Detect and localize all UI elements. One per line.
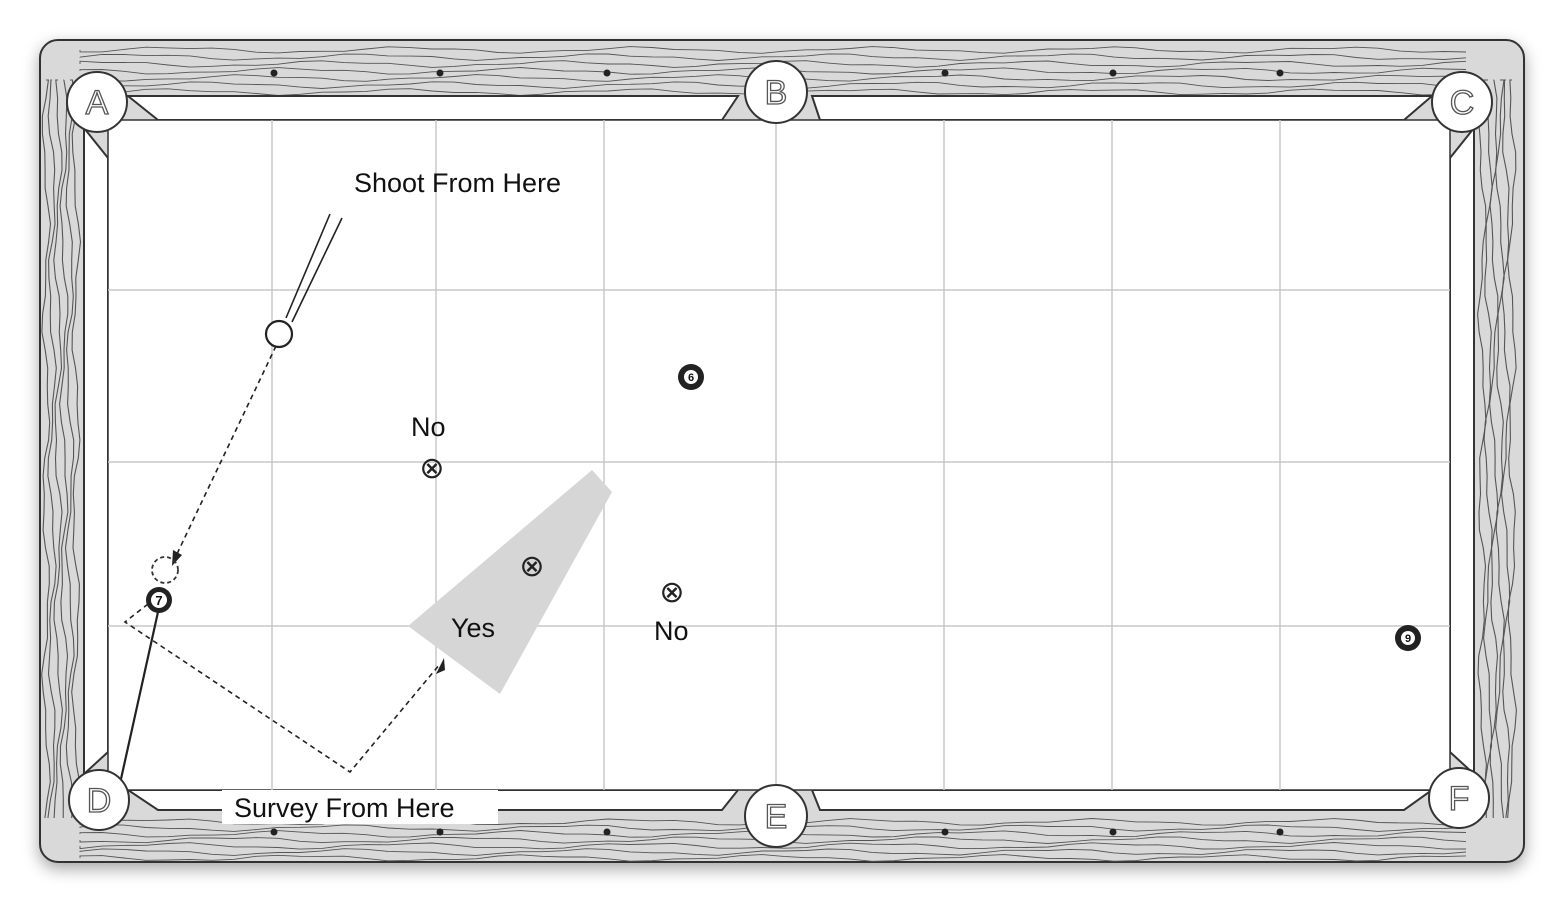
wood-grain-line [47, 79, 57, 819]
pocket-b-circle [744, 60, 808, 124]
diamond [436, 69, 444, 77]
pocket-b: B [744, 60, 808, 124]
wood-grain-line [59, 79, 69, 819]
pocket-a: A [66, 71, 128, 133]
diamond [603, 828, 611, 836]
annotation-labels: Shoot From Here Survey From Here Yes No … [222, 168, 689, 824]
ball-9-number: 9 [1405, 633, 1411, 645]
rail-diamonds [270, 69, 1284, 836]
ball-6-number: 6 [688, 372, 694, 384]
wood-grain-line [41, 79, 52, 819]
cushion-top-left [125, 95, 740, 121]
label-yes: Yes [451, 613, 495, 643]
survey-arrowhead [436, 658, 445, 674]
diamond [1109, 69, 1117, 77]
wood-grain-line [79, 46, 1467, 54]
wood-grain-line [53, 79, 63, 819]
cue-stick-edge [291, 217, 343, 323]
aim-dashed-line [175, 345, 277, 557]
survey-dashed-path [123, 603, 441, 774]
ball-7-number: 7 [155, 593, 162, 608]
wood-grain-line [79, 848, 1467, 856]
diamond [941, 828, 949, 836]
diamond [1109, 828, 1117, 836]
pocket-a-circle [66, 71, 128, 133]
wood-grain-line [1495, 79, 1505, 819]
diamond [436, 828, 444, 836]
wood-grain-line [1489, 79, 1499, 819]
balls: 7 6 9 [146, 319, 1421, 651]
shot-zone-shaded [408, 470, 612, 694]
target-marker-no-top: ⊗ [419, 452, 444, 485]
wood-grain-line [71, 79, 82, 819]
pocket-c: C [1431, 71, 1493, 133]
pocket-d-label: D [87, 782, 112, 820]
diamond [1276, 828, 1284, 836]
pocket-d: D [68, 769, 130, 831]
ball-7-inner [151, 592, 167, 608]
diamond [270, 69, 278, 77]
pocket-f-label: F [1449, 780, 1470, 818]
pocket-c-circle [1431, 71, 1493, 133]
wood-grain-line [79, 854, 1467, 862]
label-no-top: No [411, 412, 446, 442]
cushion-left [83, 125, 109, 777]
pocket-f-circle [1428, 767, 1490, 829]
target-marker-yes: ⊗ [519, 550, 544, 583]
ball-6-inner [684, 370, 698, 384]
ball-7-path-line [117, 611, 160, 789]
pocket-e-circle [744, 784, 808, 848]
diamond [270, 828, 278, 836]
ball-9-inner [1401, 631, 1415, 645]
cue-ball [264, 319, 294, 349]
pocket-b-label: B [765, 74, 788, 112]
label-survey-from-here: Survey From Here [234, 793, 455, 823]
pocket-a-label: A [86, 84, 109, 122]
grid-lines [108, 120, 1450, 790]
wood-grain-line [1507, 79, 1517, 819]
pockets: A B C D E F [66, 60, 1493, 848]
diamond [603, 69, 611, 77]
pocket-f: F [1428, 767, 1490, 829]
wood-grain-line [79, 53, 1467, 61]
shot-paths [113, 345, 445, 796]
diamond [941, 69, 949, 77]
pocket-d-circle [68, 769, 130, 831]
cushion-bottom-right [810, 789, 1436, 811]
wood-grain-line [64, 79, 76, 819]
label-no-right: No [654, 616, 689, 646]
pocket-e-label: E [765, 798, 788, 836]
ghost-ball [151, 556, 179, 584]
wood-grain-line [1500, 79, 1511, 819]
wood-grain-line [79, 842, 1467, 850]
label-shoot-from-here: Shoot From Here [354, 168, 561, 198]
cue-stick-edge [285, 213, 331, 319]
wood-grain-line [1477, 79, 1487, 819]
target-markers: ⊗ ⊗ ⊗ [419, 452, 684, 609]
playing-surface [107, 119, 1451, 791]
pocket-c-label: C [1450, 84, 1475, 122]
diamond [1276, 69, 1284, 77]
survey-label-backdrop [222, 790, 498, 824]
cushion-top-right [810, 95, 1435, 121]
target-marker-no-right: ⊗ [659, 576, 684, 609]
cue-stick [285, 213, 343, 323]
cushion-right [1449, 125, 1475, 777]
pocket-e: E [744, 784, 808, 848]
